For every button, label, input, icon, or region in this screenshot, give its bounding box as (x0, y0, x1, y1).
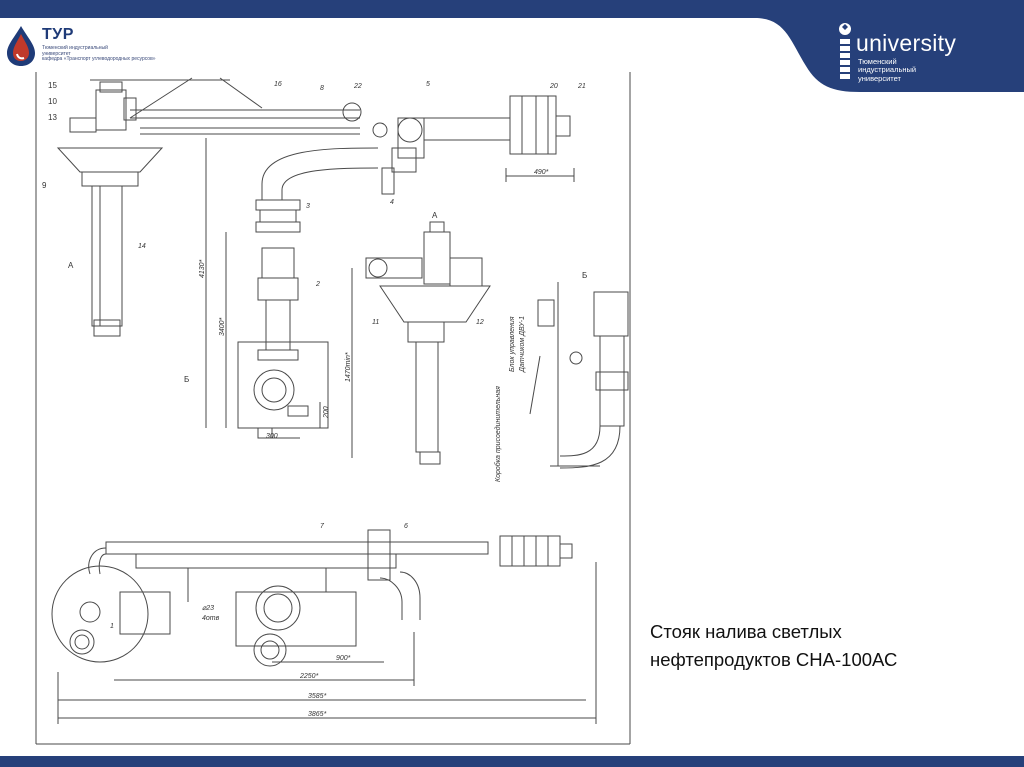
part-number-label: 22 (353, 83, 362, 90)
part-number-label: 20 (549, 83, 558, 90)
part-number-label: 14 (138, 243, 146, 250)
part-number-label: 13 (48, 113, 57, 122)
part-number-label: 4 (390, 199, 394, 206)
university-logo: university Тюменский индустриальный унив… (836, 18, 1006, 92)
top-brand-bar (0, 0, 1024, 18)
dimension-label: 2250* (299, 673, 319, 680)
tur-logo-subtitle: Тюменский индустриальный университет каф… (42, 45, 172, 63)
dimension-label: 4130* (199, 259, 206, 278)
tur-sub-line: Тюменский индустриальный (42, 45, 108, 51)
dimension-label: 200 (323, 406, 330, 419)
dimension-label: 3585* (308, 693, 327, 700)
university-i-icon (839, 23, 851, 79)
hole-note: 4отв (202, 615, 220, 622)
univ-sub-line: университет (858, 73, 901, 83)
part-number-label: 1 (110, 623, 114, 630)
tur-logo: ТУР Тюменский индустриальный университет… (4, 24, 174, 70)
dimension-label: 900* (336, 655, 351, 662)
dimension-label: 490* (534, 169, 549, 176)
slide-caption: Стояк налива светлых нефтепродуктов СНА-… (650, 618, 990, 674)
part-number-label: 10 (48, 97, 57, 106)
caption-line-2: нефтепродуктов СНА-100АС (650, 649, 898, 670)
control-unit-note: Датчиком ДВУ-1 (519, 316, 526, 373)
univ-sub-line: Тюменский (858, 57, 897, 66)
control-unit-note: Блок управления (509, 316, 516, 372)
part-number-label: 11 (372, 319, 379, 326)
tur-drop-icon (7, 26, 35, 66)
view-label: А (68, 261, 74, 270)
part-number-label: 2 (315, 281, 320, 288)
part-number-label: 16 (274, 81, 282, 88)
university-wordmark: university (856, 30, 957, 56)
tur-logo-name: ТУР (42, 26, 74, 43)
part-number-label: 5 (426, 81, 430, 88)
university-subtitle: Тюменский индустриальный университет (858, 57, 917, 83)
caption-line-1: Стояк налива светлых (650, 621, 842, 642)
dimension-label: 1470min* (345, 352, 352, 382)
part-number-label: 3 (306, 203, 310, 210)
part-number-label: 6 (404, 523, 408, 530)
bottom-brand-bar (0, 756, 1024, 767)
part-number-label: 8 (320, 85, 324, 92)
part-number-label: 9 (42, 181, 47, 190)
header-swoosh (755, 18, 1024, 92)
part-number-label: 7 (320, 523, 325, 530)
part-number-label: 12 (476, 319, 484, 326)
part-number-label: 21 (577, 83, 586, 90)
view-label: Б (582, 271, 587, 280)
part-number-label: 15 (48, 81, 57, 90)
view-label: Б (184, 375, 189, 384)
tur-sub-line: университет (42, 50, 71, 57)
view-label: А (432, 211, 438, 220)
univ-sub-line: индустриальный (858, 65, 917, 75)
junction-box-note: Коробка присоединительная (494, 386, 502, 482)
tur-sub-line: кафедра «Транспорт углеводородных ресурс… (42, 56, 156, 63)
dimension-label: 300 (266, 433, 278, 440)
hole-note: ⌀23 (202, 605, 214, 612)
technical-drawing: 15 10 13 9 16 8 22 5 20 21 3 4 14 2 11 1… (35, 72, 631, 745)
dimension-label: 3865* (308, 711, 327, 718)
dimension-label: 3400* (219, 317, 226, 336)
